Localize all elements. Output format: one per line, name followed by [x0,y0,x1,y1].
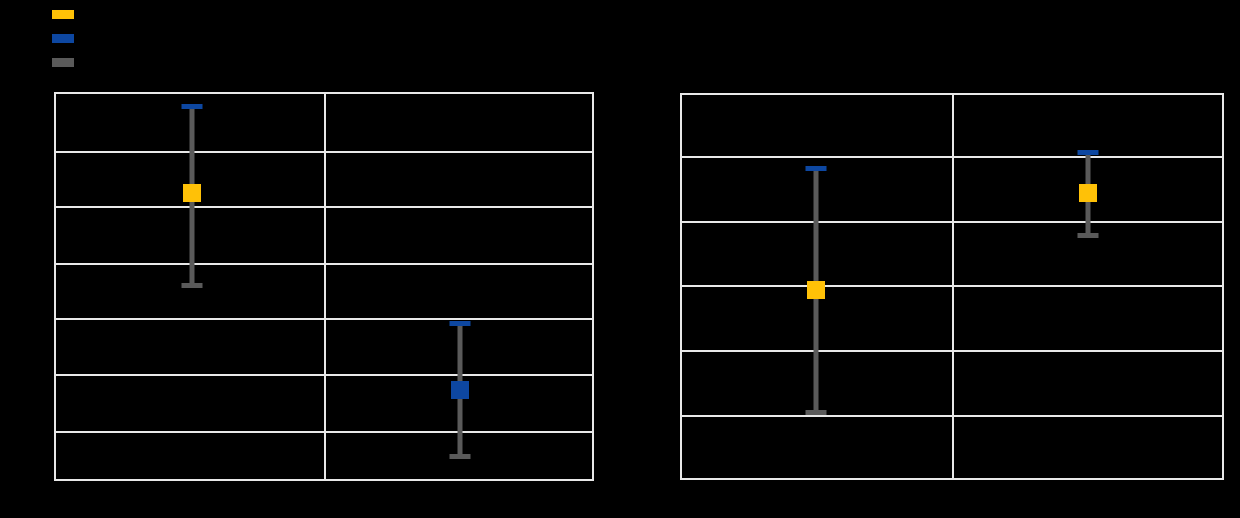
legend-swatch-lower-bound [52,57,74,67]
chart-legend [0,0,300,80]
interval-right-col1-lower-cap [805,410,827,415]
legend-item-point-estimate[interactable] [52,8,82,20]
interval-right-col1[interactable] [805,95,827,482]
panel-left [54,92,594,481]
panel-right-gridline-vertical-0 [952,95,954,478]
interval-left-col1[interactable] [181,94,203,483]
interval-left-col2-point-marker[interactable] [451,381,469,399]
interval-left-col1-lower-cap [181,283,203,288]
panel-left-grid [56,94,592,479]
interval-left-col1-upper-cap [181,104,203,109]
interval-right-col2-upper-cap [1077,150,1099,155]
interval-left-col2[interactable] [449,94,471,483]
legend-swatch-point-estimate [52,9,74,19]
interval-right-col2-point-marker[interactable] [1079,184,1097,202]
panel-left-gridline-vertical-0 [324,94,326,479]
interval-right-col1-upper-cap [805,166,827,171]
panel-right [680,93,1224,480]
interval-left-col2-lower-cap [449,454,471,459]
legend-swatch-upper-bound [52,33,74,43]
panel-right-grid [682,95,1222,478]
interval-left-col2-upper-cap [449,321,471,326]
interval-right-col1-point-marker[interactable] [807,281,825,299]
legend-item-lower-bound[interactable] [52,56,82,68]
interval-right-col2-lower-cap [1077,233,1099,238]
interval-right-col2[interactable] [1077,95,1099,482]
legend-item-upper-bound[interactable] [52,32,82,44]
interval-left-col1-point-marker[interactable] [183,184,201,202]
